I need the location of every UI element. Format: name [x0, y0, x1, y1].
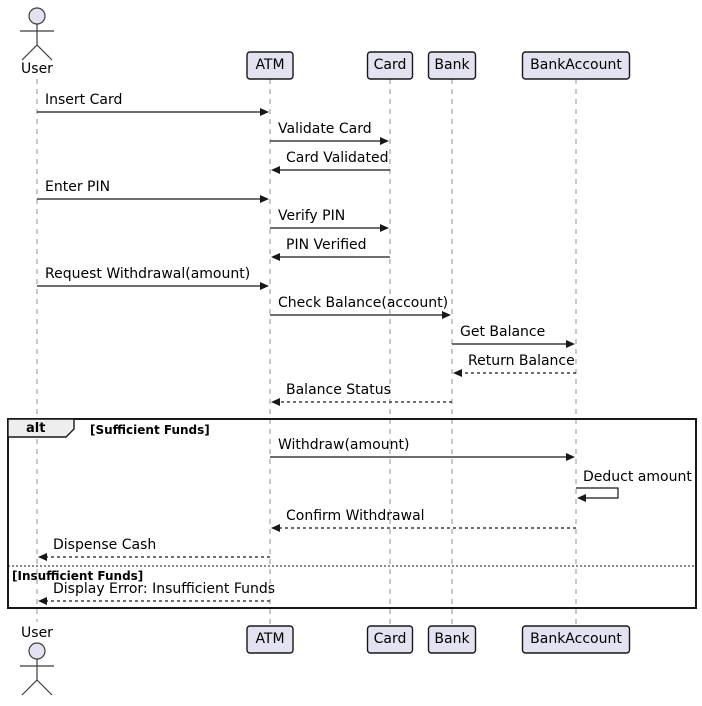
message-arrowhead: [271, 398, 280, 406]
participant-box-bank: [427, 51, 477, 80]
message-label: Enter PIN: [45, 179, 111, 195]
participant-box-bankaccount-bottom: [521, 625, 631, 654]
participant-box-atm-bottom: [246, 625, 294, 654]
message-label: Insert Card: [45, 92, 123, 108]
message-label: PIN Verified: [286, 237, 367, 253]
message-arrowhead: [38, 553, 47, 561]
participant-box-card: [366, 51, 414, 80]
participant-box-bankaccount: [521, 51, 631, 80]
participant-label-card: Card: [373, 631, 407, 647]
message-label: Verify PIN: [278, 208, 346, 224]
participant-label-user: User: [21, 625, 53, 641]
participant-label-bankaccount: BankAccount: [530, 631, 622, 647]
message-label: Validate Card: [278, 121, 372, 137]
actor-head-icon: [28, 7, 46, 25]
actor-head-icon: [28, 642, 46, 660]
alt-operator-label: alt: [26, 421, 46, 436]
message-arrowhead: [260, 108, 269, 116]
alt-guard-label: [Insufficient Funds]: [12, 569, 144, 583]
message-arrowhead: [566, 340, 575, 348]
self-message-line: [576, 487, 619, 499]
message-arrowhead: [380, 137, 389, 145]
message-arrowhead: [260, 282, 269, 290]
participant-label-card: Card: [373, 57, 407, 73]
message-label: Request Withdrawal(amount): [45, 266, 251, 282]
message-label: Balance Status: [286, 382, 391, 398]
message-arrowhead: [271, 166, 280, 174]
participant-box-atm: [246, 51, 294, 80]
participant-box-bank-bottom: [427, 625, 477, 654]
participant-label-atm: ATM: [255, 57, 285, 73]
participant-label-atm: ATM: [255, 631, 285, 647]
actor-leg: [36, 44, 53, 61]
message-label: Check Balance(account): [278, 295, 449, 311]
message-label: Withdraw(amount): [278, 437, 410, 453]
message-label: Display Error: Insufficient Funds: [53, 581, 276, 597]
message-arrowhead: [577, 494, 586, 502]
actor-leg: [36, 679, 53, 696]
message-label: Get Balance: [460, 324, 546, 340]
alt-frame: [7, 418, 697, 609]
message-arrowhead: [38, 597, 47, 605]
message-arrowhead: [566, 453, 575, 461]
message-label: Card Validated: [286, 150, 389, 166]
message-arrowhead: [271, 253, 280, 261]
actor-leg: [21, 44, 38, 61]
participant-label-bank: Bank: [434, 631, 470, 647]
message-arrowhead: [260, 195, 269, 203]
message-arrowhead: [271, 524, 280, 532]
alt-guard-label: [Sufficient Funds]: [90, 423, 210, 437]
actor-leg: [21, 679, 38, 696]
participant-label-user: User: [21, 61, 53, 77]
message-arrowhead: [442, 311, 451, 319]
message-arrowhead: [380, 224, 389, 232]
alt-operator-badge: [7, 418, 75, 438]
participant-box-card-bottom: [366, 625, 414, 654]
participant-label-bank: Bank: [434, 57, 470, 73]
message-label: Dispense Cash: [53, 537, 157, 553]
message-arrowhead: [453, 369, 462, 377]
message-label: Deduct amount: [583, 469, 692, 485]
participant-label-bankaccount: BankAccount: [530, 57, 622, 73]
message-label: Return Balance: [468, 353, 575, 369]
message-label: Confirm Withdrawal: [286, 508, 425, 524]
